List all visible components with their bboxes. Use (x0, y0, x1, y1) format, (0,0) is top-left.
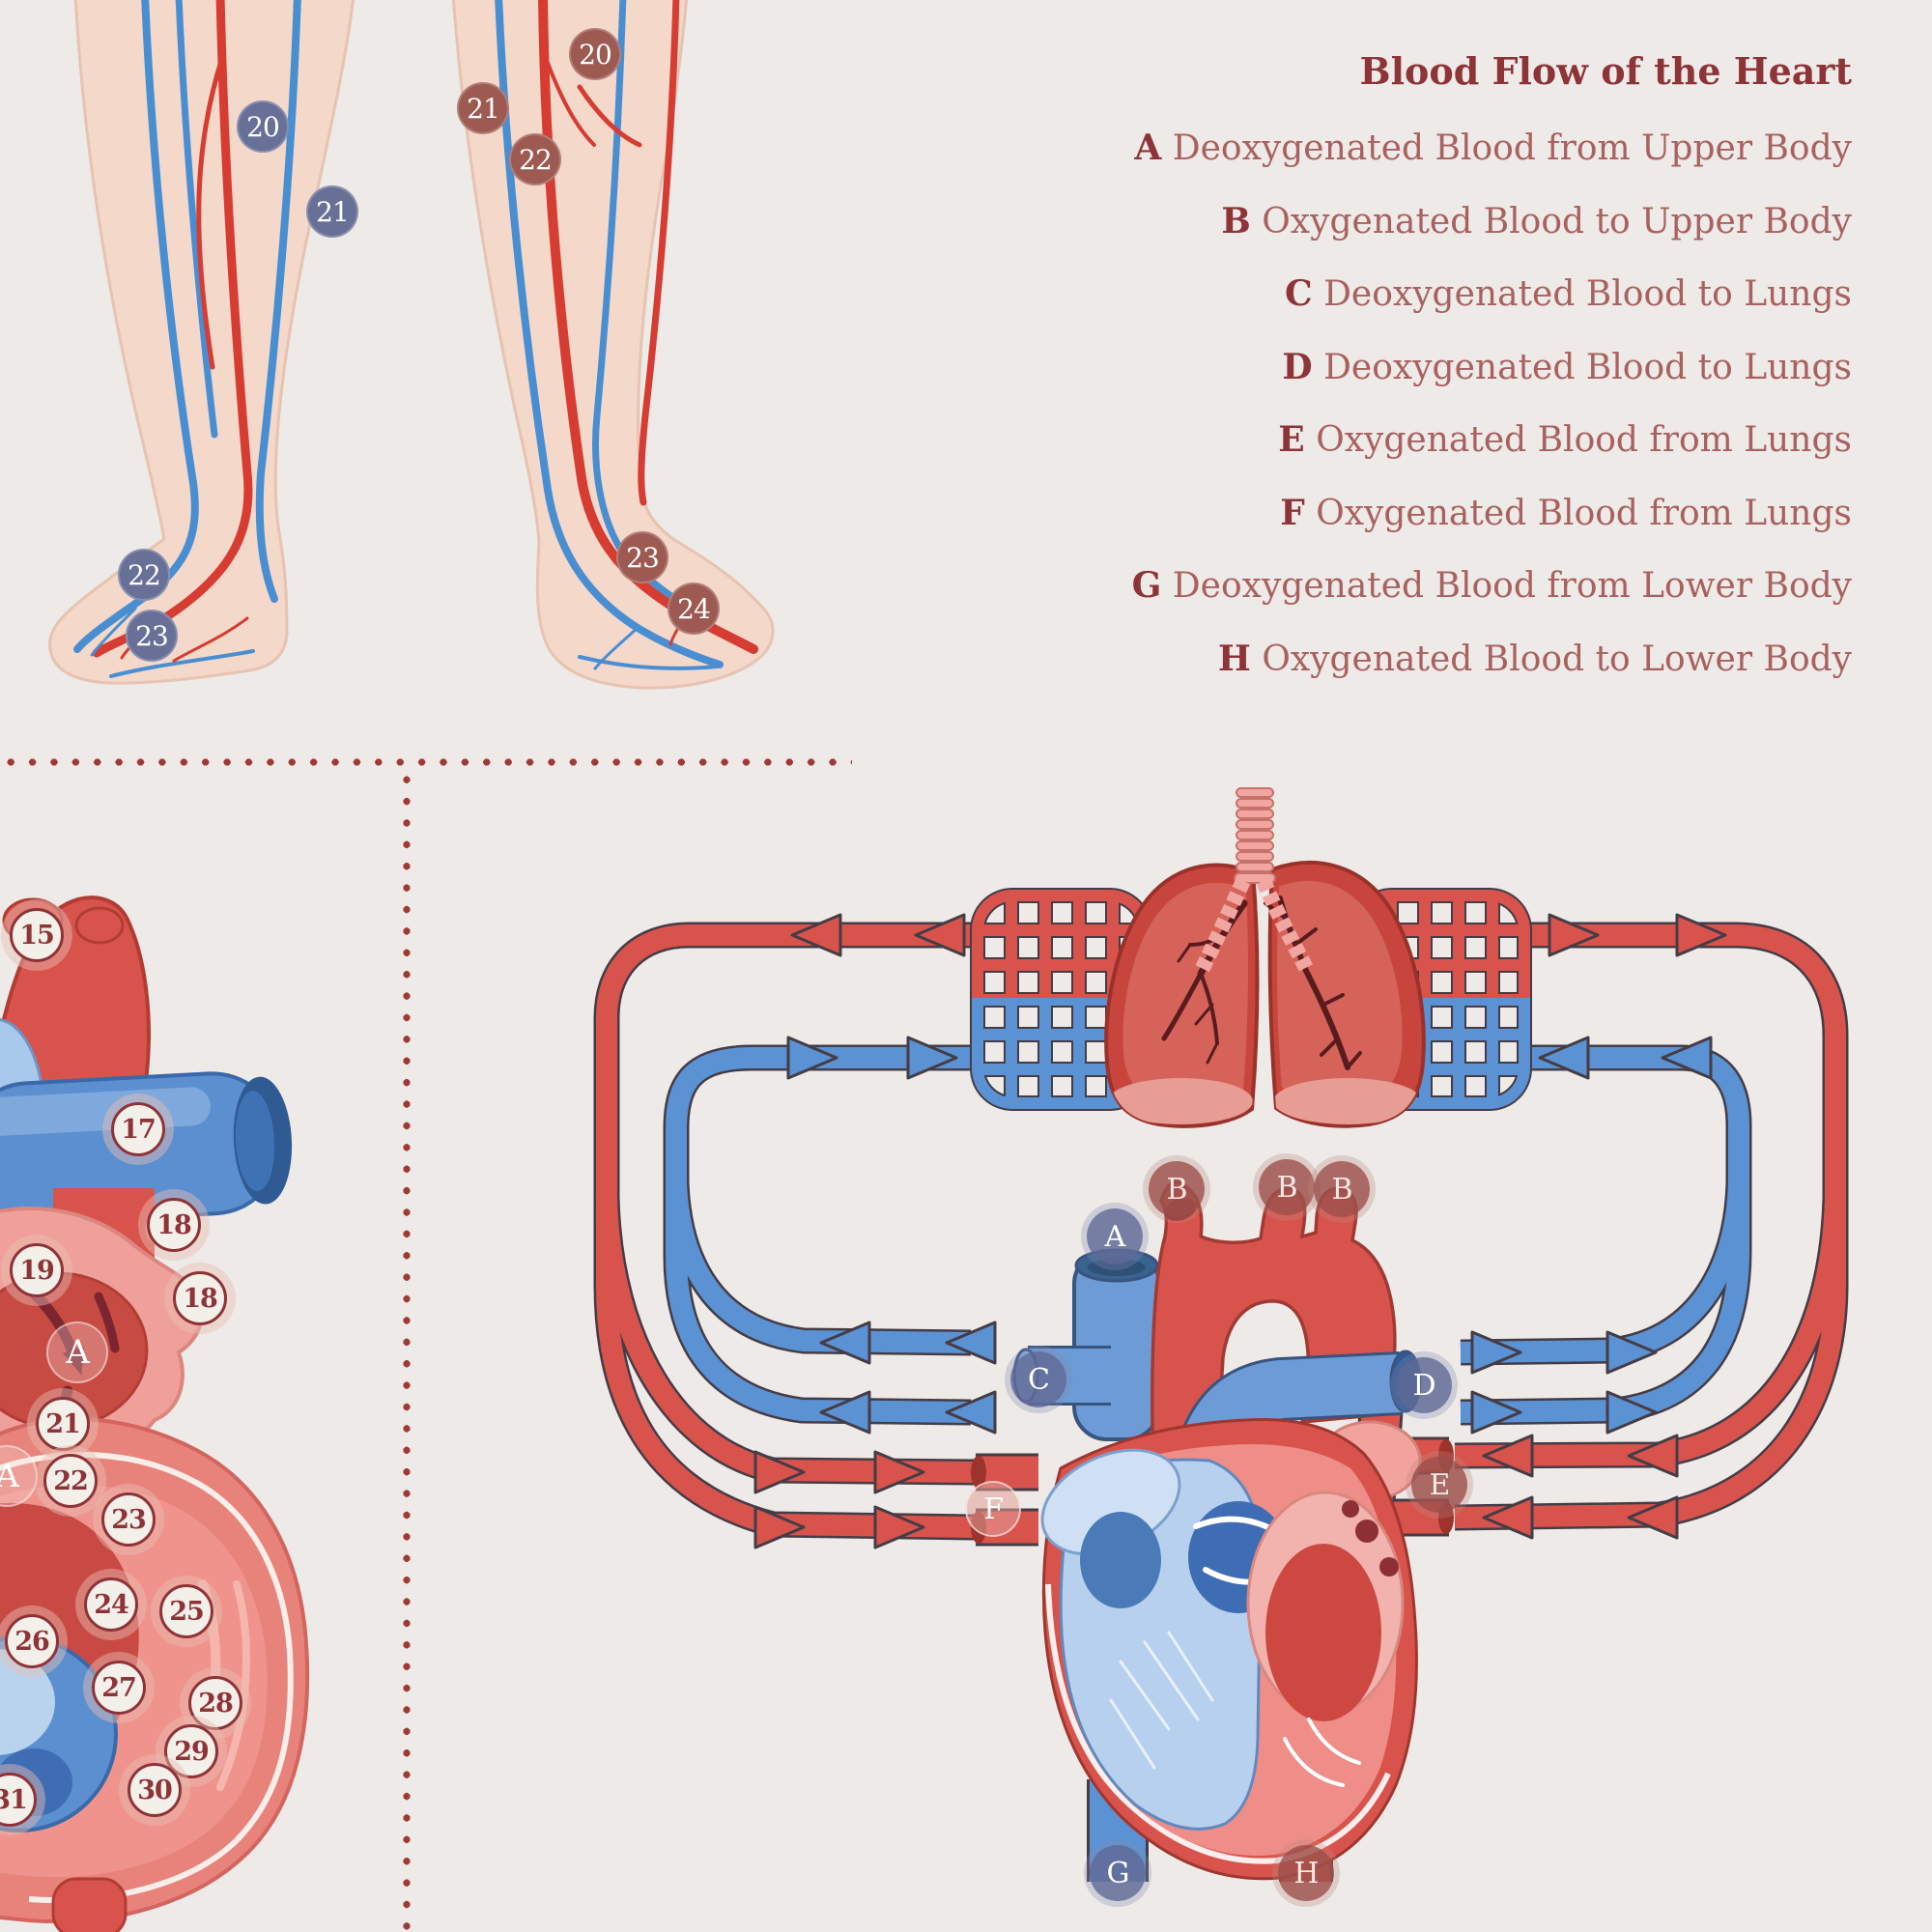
marker-legs-20: 20 (237, 100, 289, 153)
marker-legs-23: 23 (126, 610, 178, 662)
legend-item-B: B Oxygenated Blood to Upper Body (1221, 200, 1852, 242)
marker-heart-22: 22 (43, 1454, 98, 1508)
legend-item-A: A Deoxygenated Blood from Upper Body (1134, 128, 1852, 168)
marker-heart-26: 26 (5, 1614, 59, 1668)
marker-circulation-B: B (1314, 1161, 1370, 1217)
marker-legs-23: 23 (616, 531, 668, 583)
marker-heart-18: 18 (173, 1271, 227, 1325)
legend-item-D: D Deoxygenated Blood to Lungs (1282, 346, 1852, 387)
legend: Blood Flow of the Heart A Deoxygenated B… (1132, 43, 1852, 696)
marker-legs-22: 22 (509, 133, 561, 185)
marker-legs-22: 22 (118, 549, 170, 601)
legend-item-E: E Oxygenated Blood from Lungs (1278, 419, 1852, 460)
legend-items: A Deoxygenated Blood from Upper Body B Ox… (1132, 112, 1852, 696)
legend-title: Blood Flow of the Heart (1359, 49, 1852, 93)
legend-item-C: C Deoxygenated Blood to Lungs (1284, 273, 1852, 314)
marker-heart-18: 18 (147, 1198, 201, 1252)
marker-heart-23: 23 (101, 1492, 156, 1547)
legend-item-F: F Oxygenated Blood from Lungs (1280, 492, 1852, 533)
marker-legs-21: 21 (306, 185, 358, 238)
marker-circulation-F: F (965, 1481, 1021, 1537)
marker-circulation-A: A (1087, 1208, 1143, 1264)
circulation-illustration (593, 787, 1849, 1882)
marker-heart-28: 28 (188, 1676, 242, 1730)
marker-heart-27: 27 (92, 1661, 146, 1715)
marker-legs-24: 24 (668, 582, 720, 635)
divider-dots-horizontal (0, 757, 852, 767)
marker-circulation-H: H (1278, 1845, 1334, 1901)
marker-heart-31: 31 (0, 1773, 37, 1827)
marker-circulation-C: C (1010, 1351, 1066, 1407)
marker-heart-29: 29 (164, 1724, 218, 1778)
legend-item-H: H Oxygenated Blood to Lower Body (1217, 638, 1852, 679)
marker-heart-21: 21 (36, 1397, 90, 1451)
marker-circulation-D: D (1396, 1357, 1452, 1413)
marker-heart-24: 24 (84, 1577, 138, 1632)
trachea (1194, 787, 1316, 976)
marker-heart-17: 17 (111, 1102, 165, 1156)
marker-circulation-E: E (1411, 1457, 1467, 1513)
marker-heart-15: 15 (10, 908, 64, 962)
marker-heart-A: A (46, 1321, 108, 1383)
marker-heart-30: 30 (128, 1763, 182, 1817)
marker-legs-20: 20 (569, 28, 621, 80)
divider-dots-vertical (402, 769, 412, 1932)
marker-circulation-B: B (1259, 1159, 1315, 1215)
legend-item-G: G Deoxygenated Blood from Lower Body (1131, 565, 1852, 606)
marker-legs-21: 21 (457, 82, 509, 134)
marker-heart-25: 25 (159, 1584, 213, 1638)
marker-circulation-G: G (1090, 1845, 1146, 1901)
marker-heart-A: A (0, 1445, 38, 1507)
marker-heart-19: 19 (10, 1243, 64, 1297)
marker-circulation-B: B (1149, 1161, 1205, 1217)
